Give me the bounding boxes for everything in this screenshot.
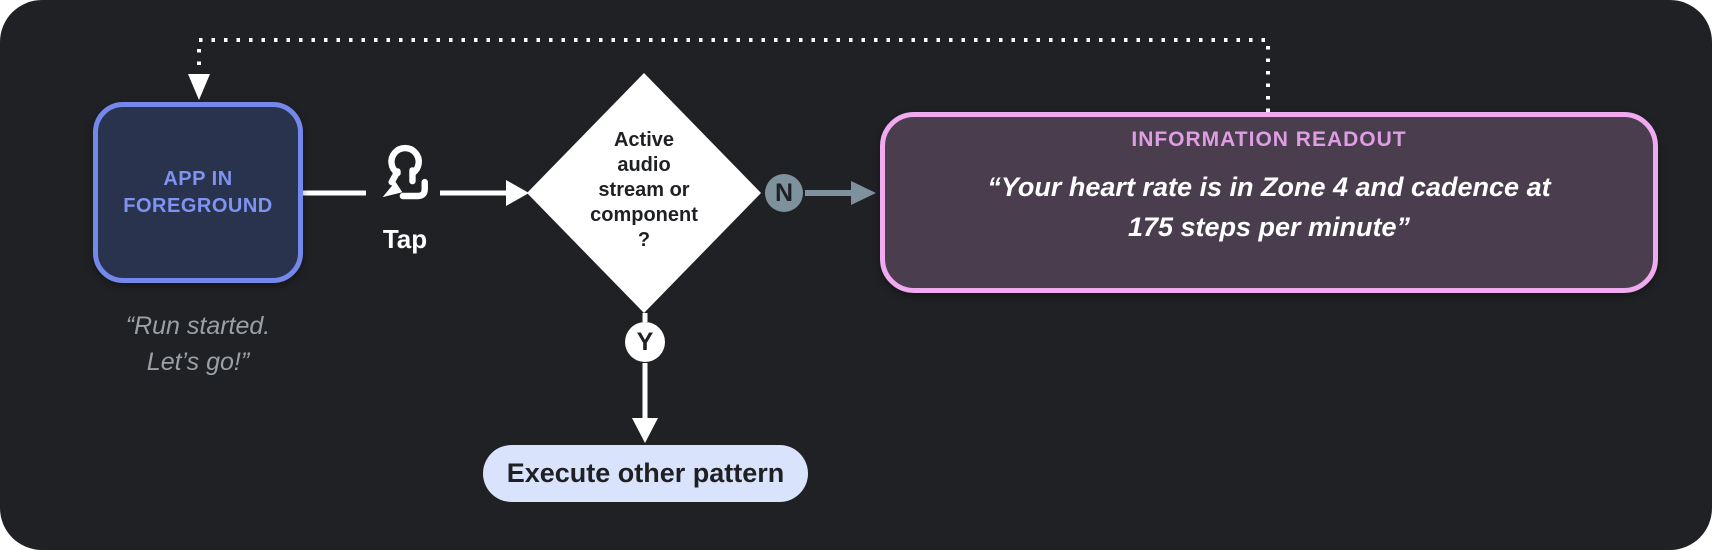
- feedback-arrowhead-icon: [188, 74, 210, 100]
- app-node-label-line: APP IN: [163, 167, 233, 190]
- feedback-loop-dotted-connector: [197, 38, 1270, 112]
- decision-label-line: stream or: [598, 179, 690, 201]
- arrowhead-to-readout-icon: [851, 181, 876, 205]
- app-caption-line: Let’s go!”: [146, 348, 250, 376]
- decision-label-line: Active: [613, 129, 675, 151]
- arrowhead-to-action-icon: [632, 418, 658, 443]
- decision-node-label: Active audio stream or component ?: [564, 128, 724, 253]
- readout-title: INFORMATION READOUT: [1131, 128, 1407, 151]
- app-caption: “Run started. Let’s go!”: [58, 308, 338, 380]
- tap-gesture-icon: [382, 144, 428, 200]
- branch-no-badge: N: [765, 174, 803, 212]
- tap-label: Tap: [382, 224, 428, 254]
- arrowhead-to-decision-icon: [506, 180, 529, 206]
- readout-quote: “Your heart rate is in Zone 4 and cadenc…: [987, 167, 1550, 247]
- branch-yes-badge: Y: [625, 322, 665, 362]
- readout-quote-line: 175 steps per minute”: [1127, 212, 1411, 242]
- decision-label-line: audio: [617, 154, 671, 176]
- decision-label-line: component: [590, 204, 698, 226]
- decision-label-line: ?: [637, 229, 651, 251]
- app-node-label-line: FOREGROUND: [123, 194, 273, 217]
- app-caption-line: “Run started.: [125, 312, 271, 340]
- information-readout-node: INFORMATION READOUT “Your heart rate is …: [880, 112, 1658, 293]
- execute-other-pattern-node: Execute other pattern: [483, 445, 808, 502]
- readout-quote-line: “Your heart rate is in Zone 4 and cadenc…: [987, 172, 1551, 202]
- app-in-foreground-node: APP IN FOREGROUND: [93, 102, 303, 283]
